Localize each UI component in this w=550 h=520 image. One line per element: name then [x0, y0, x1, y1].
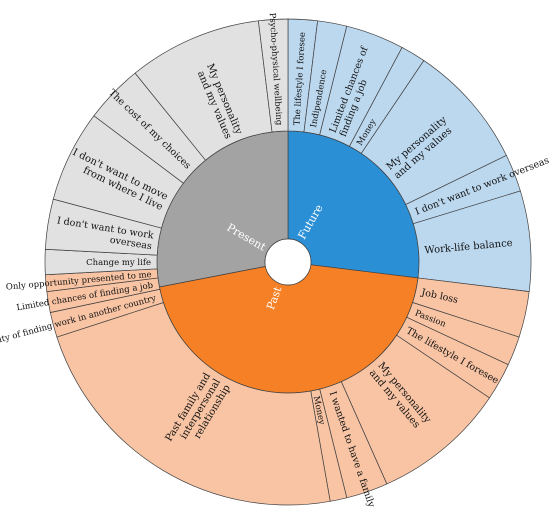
center-hole [264, 238, 312, 286]
outer-ring [44, 18, 532, 506]
inner-ring [156, 130, 420, 394]
outer-label-17: Change my life [86, 258, 151, 268]
outer-segment-past-family-and-interpersonal-relationship [56, 302, 331, 506]
outer-segment-psycho-physical-wellbeing [257, 18, 289, 133]
center-hole-circle [264, 238, 312, 286]
